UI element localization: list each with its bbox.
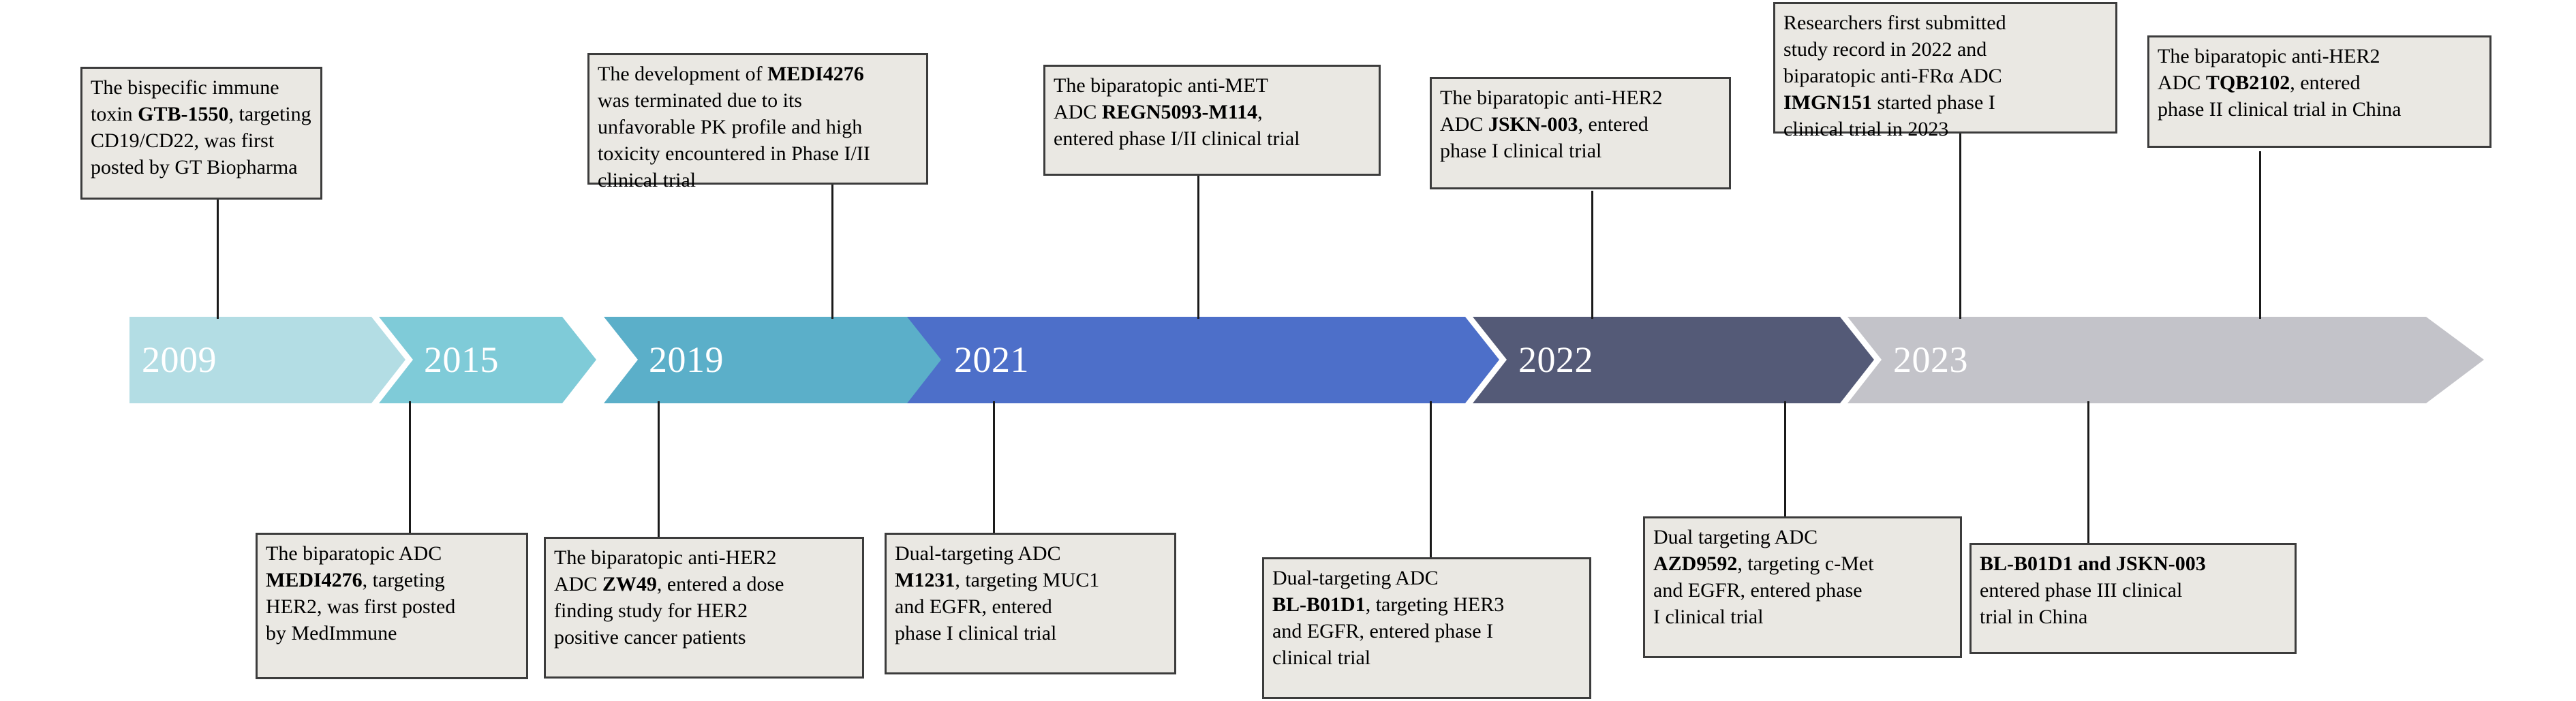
callout-line: by MedImmune: [266, 622, 397, 644]
year-label-2009: 2009: [142, 339, 217, 380]
callout-line: The biparatopic anti-HER2: [2158, 45, 2380, 67]
callout-medi4276-posted[interactable]: The biparatopic ADC MEDI4276, targeting …: [256, 533, 528, 679]
year-label-2023: 2023: [1893, 339, 1968, 380]
connector-jskn-003: [1591, 191, 1593, 319]
callout-line: and EGFR, entered phase I: [1272, 620, 1494, 642]
connector-regn5093-m114: [1197, 176, 1199, 319]
callout-line: and EGFR, entered phase: [1653, 579, 1862, 602]
callout-line: ADC REGN5093-M114,: [1054, 101, 1263, 123]
year-label-2021: 2021: [954, 339, 1029, 380]
callout-line: The development of MEDI4276: [598, 63, 864, 85]
callout-line: phase II clinical trial in China: [2158, 98, 2402, 121]
connector-tqb2102: [2259, 151, 2261, 319]
callout-line: The biparatopic anti-HER2: [1440, 87, 1663, 109]
callout-line: phase I clinical trial: [895, 622, 1057, 644]
callout-line: The biparatopic anti-HER2: [554, 546, 777, 569]
callout-m1231[interactable]: Dual-targeting ADC M1231, targeting MUC1…: [885, 533, 1176, 674]
callout-line: HER2, was first posted: [266, 595, 456, 618]
callout-line: The biparatopic ADC: [266, 542, 442, 565]
callout-zw49[interactable]: The biparatopic anti-HER2 ADC ZW49, ente…: [544, 537, 864, 679]
callout-line: MEDI4276, targeting: [266, 569, 445, 591]
connector-bl-b01d1: [1430, 401, 1432, 557]
callout-line: AZD9592, targeting c-Met: [1653, 552, 1874, 575]
callout-line: Dual-targeting ADC: [1272, 567, 1439, 589]
callout-line: study record in 2022 and: [1783, 38, 1987, 61]
connector-zw49: [658, 401, 660, 537]
callout-bl-b01d1-jskn-003-ph3[interactable]: BL-B01D1 and JSKN-003 entered phase III …: [1969, 543, 2297, 654]
callout-line: ADC JSKN-003, entered: [1440, 113, 1649, 136]
callout-regn5093-m114[interactable]: The biparatopic anti-MET ADC REGN5093-M1…: [1043, 65, 1381, 176]
callout-line: clinical trial in 2023: [1783, 118, 1949, 140]
callout-line: CD19/CD22, was first: [91, 129, 275, 152]
connector-bl-b01d1-jskn-003-ph3: [2087, 401, 2089, 543]
callout-azd9592[interactable]: Dual targeting ADC AZD9592, targeting c-…: [1643, 516, 1962, 658]
connector-m1231: [993, 401, 995, 533]
connector-azd9592: [1784, 401, 1786, 516]
callout-line: biparatopic anti-FRα ADC: [1783, 65, 2002, 87]
callout-line: IMGN151 started phase I: [1783, 91, 1995, 114]
timeline-segment-2019[interactable]: [604, 317, 968, 403]
callout-line: entered phase III clinical: [1980, 579, 2183, 602]
callout-line: ADC ZW49, entered a dose: [554, 573, 784, 595]
connector-imgn151: [1959, 134, 1961, 319]
callout-tqb2102[interactable]: The biparatopic anti-HER2 ADC TQB2102, e…: [2147, 35, 2491, 148]
year-label-2022: 2022: [1518, 339, 1593, 380]
callout-gtb-1550[interactable]: The bispecific immune toxin GTB-1550, ta…: [80, 67, 322, 200]
callout-line: trial in China: [1980, 606, 2088, 628]
callout-line: M1231, targeting MUC1: [895, 569, 1100, 591]
callout-line: ADC TQB2102, entered: [2158, 72, 2361, 94]
callout-imgn151[interactable]: Researchers first submitted study record…: [1773, 2, 2117, 140]
timeline-segment-2009[interactable]: [129, 317, 405, 403]
callout-line: finding study for HER2: [554, 599, 748, 622]
callout-line: unfavorable PK profile and high: [598, 116, 863, 138]
callout-line: clinical trial: [1272, 647, 1371, 669]
callout-line: The bispecific immune: [91, 76, 279, 99]
callout-bl-b01d1[interactable]: Dual-targeting ADC BL-B01D1, targeting H…: [1262, 557, 1591, 699]
callout-line: BL-B01D1, targeting HER3: [1272, 593, 1505, 616]
timeline-segment-2021[interactable]: [907, 317, 1499, 403]
callout-line: was terminated due to its: [598, 89, 802, 112]
callout-line: BL-B01D1 and JSKN-003: [1980, 552, 2206, 575]
timeline-segment-2022[interactable]: [1473, 317, 1874, 403]
callout-line: and EGFR, entered: [895, 595, 1052, 618]
callout-line: Dual targeting ADC: [1653, 526, 1818, 548]
callout-line: clinical trial: [598, 169, 696, 191]
connector-gtb-1550: [217, 198, 219, 319]
callout-line: Dual-targeting ADC: [895, 542, 1061, 565]
callout-line: The biparatopic anti-MET: [1054, 74, 1268, 97]
callout-medi4276-terminated[interactable]: The development of MEDI4276 was terminat…: [587, 53, 928, 191]
timeline-segment-2015[interactable]: [379, 317, 596, 403]
callout-jskn-003[interactable]: The biparatopic anti-HER2 ADC JSKN-003, …: [1430, 77, 1731, 189]
callout-line: toxicity encountered in Phase I/II: [598, 142, 870, 165]
callout-line: entered phase I/II clinical trial: [1054, 127, 1300, 150]
callout-line: positive cancer patients: [554, 626, 746, 649]
callout-line: phase I clinical trial: [1440, 140, 1602, 162]
callout-line: Researchers first submitted: [1783, 12, 2006, 34]
year-label-2015: 2015: [424, 339, 499, 380]
timeline-segment-2023[interactable]: [1847, 317, 2484, 403]
connector-medi4276-posted: [409, 401, 411, 535]
callout-line: toxin GTB-1550, targeting: [91, 103, 311, 125]
year-label-2019: 2019: [649, 339, 724, 380]
connector-medi4276-terminated: [831, 183, 833, 319]
callout-line: I clinical trial: [1653, 606, 1764, 628]
callout-line: posted by GT Biopharma: [91, 156, 298, 178]
